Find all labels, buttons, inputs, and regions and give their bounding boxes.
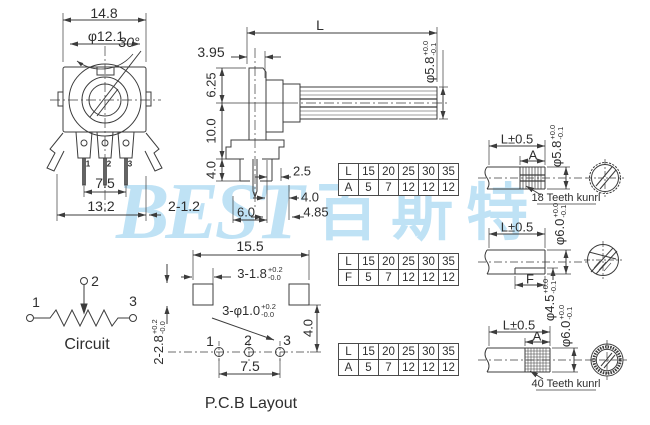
variant1-shaft-dia-dim: φ5.8+0.0-0.1 bbox=[548, 124, 565, 168]
table-cell: 15 bbox=[358, 253, 379, 270]
table-cell: 12 bbox=[438, 359, 459, 376]
table-cell: L bbox=[338, 163, 359, 180]
front-dia-dim: φ12.1 bbox=[87, 28, 125, 44]
table-cell: A bbox=[338, 359, 359, 376]
front-overall-dim: 13.2 bbox=[87, 198, 115, 214]
variant2-dim-table: L 15 20 25 30 35 F 5 7 12 12 12 bbox=[338, 253, 459, 286]
variant3-dim-table: L 15 20 25 30 35 A 5 7 12 12 12 bbox=[338, 343, 459, 376]
pcb-pitch-dim: 7.5 bbox=[240, 358, 260, 374]
table-cell: L bbox=[338, 253, 359, 270]
table-cell: F bbox=[338, 269, 359, 286]
shaft-variant-1-drawing bbox=[478, 140, 624, 205]
pcb-width-dim: 15.5 bbox=[236, 238, 264, 254]
table-cell: 12 bbox=[438, 269, 459, 286]
table-cell: 35 bbox=[438, 163, 459, 180]
table-cell: 20 bbox=[378, 253, 399, 270]
pcb-hole-2-label: 2 bbox=[244, 332, 252, 348]
side-mid-dim: 10.0 bbox=[203, 118, 219, 144]
table-cell: 20 bbox=[378, 343, 399, 360]
table-cell: 12 bbox=[418, 359, 439, 376]
table-cell: 7 bbox=[378, 269, 399, 286]
table-cell: 12 bbox=[398, 359, 419, 376]
pcb-holes-dim: 3-φ1.0+0.2-0.0 bbox=[222, 302, 276, 319]
table-cell: 25 bbox=[398, 253, 419, 270]
front-pin-1-label: 1 bbox=[85, 159, 91, 169]
table-cell: 5 bbox=[358, 179, 379, 196]
table-cell: 7 bbox=[378, 359, 399, 376]
variant1-length-dim: L±0.5 bbox=[500, 131, 534, 147]
side-pin-b-dim: 4.0 bbox=[300, 189, 320, 205]
pcb-hole-1-label: 1 bbox=[206, 333, 214, 349]
variant3-knurl-dim: A bbox=[532, 328, 542, 344]
circuit-caption: Circuit bbox=[64, 336, 110, 353]
table-row: A 5 7 12 12 12 bbox=[338, 359, 459, 376]
front-pin-2-label: 2 bbox=[106, 159, 112, 169]
table-cell: 12 bbox=[418, 269, 439, 286]
variant1-dim-table: L 15 20 25 30 35 A 5 7 12 12 12 bbox=[338, 163, 459, 196]
variant2-length-dim: L±0.5 bbox=[500, 219, 534, 235]
table-row: F 5 7 12 12 12 bbox=[338, 269, 459, 286]
table-cell: 15 bbox=[358, 343, 379, 360]
side-pin-a-dim: 2.5 bbox=[292, 163, 312, 179]
variant2-flat-dia-dim: φ4.5+0.0-0.1 bbox=[541, 278, 558, 322]
table-cell: 35 bbox=[438, 343, 459, 360]
table-cell: 35 bbox=[438, 253, 459, 270]
side-pin-c-dim: 4.85 bbox=[303, 204, 329, 220]
table-cell: 30 bbox=[418, 163, 439, 180]
front-width-dim: 14.8 bbox=[90, 5, 118, 21]
pcb-caption: P.C.B Layout bbox=[204, 395, 298, 412]
front-pin-span-dim: 7.5 bbox=[95, 175, 115, 191]
front-angle-dim: 30° bbox=[118, 34, 140, 50]
table-cell: 12 bbox=[438, 179, 459, 196]
table-cell: 30 bbox=[418, 343, 439, 360]
table-cell: 12 bbox=[418, 179, 439, 196]
variant3-teeth-note: 40 Teeth kunrl bbox=[531, 378, 601, 390]
table-cell: 25 bbox=[398, 343, 419, 360]
side-upper-dim: 6.25 bbox=[203, 72, 219, 98]
table-cell: L bbox=[338, 343, 359, 360]
side-length-dim: L bbox=[316, 17, 324, 33]
side-lower-dim: 4.0 bbox=[203, 160, 219, 180]
variant1-teeth-note: 18 Teeth kunrl bbox=[531, 192, 601, 204]
table-cell: 15 bbox=[358, 163, 379, 180]
table-row: L 15 20 25 30 35 bbox=[338, 253, 459, 270]
variant2-flat-dim: F bbox=[526, 271, 534, 287]
pcb-vert-dim: 4.0 bbox=[300, 318, 316, 338]
table-cell: 30 bbox=[418, 253, 439, 270]
variant2-shaft-dia-dim: φ6.0+0.0-0.1 bbox=[551, 202, 568, 246]
pcb-side-dim: 2-2.8+0.2-0.0 bbox=[150, 319, 167, 365]
table-cell: 20 bbox=[378, 163, 399, 180]
table-row: L 15 20 25 30 35 bbox=[338, 163, 459, 180]
pcb-slots-dim: 3-1.8+0.2-0.0 bbox=[237, 265, 283, 282]
table-cell: 25 bbox=[398, 163, 419, 180]
table-cell: 5 bbox=[358, 359, 379, 376]
table-cell: 5 bbox=[358, 269, 379, 286]
front-pin-3-label: 3 bbox=[127, 159, 133, 169]
variant1-knurl-dim: A bbox=[528, 147, 538, 163]
circuit-symbol-drawing bbox=[26, 277, 137, 328]
shaft-variant-2-drawing bbox=[478, 228, 622, 289]
variant3-length-dim: L±0.5 bbox=[502, 317, 536, 333]
side-bushing-dim: 3.95 bbox=[197, 44, 225, 60]
pcb-hole-3-label: 3 bbox=[283, 332, 291, 348]
side-pin-d-dim: 6.0 bbox=[236, 204, 256, 220]
table-cell: 12 bbox=[398, 179, 419, 196]
table-cell: 7 bbox=[378, 179, 399, 196]
circuit-terminal-2-label: 2 bbox=[91, 273, 99, 289]
table-row: L 15 20 25 30 35 bbox=[338, 343, 459, 360]
circuit-terminal-1-label: 1 bbox=[32, 294, 40, 310]
variant3-shaft-dia-dim: φ6.0+0.0-0.1 bbox=[557, 304, 574, 348]
table-row: A 5 7 12 12 12 bbox=[338, 179, 459, 196]
pcb-layout-drawing bbox=[164, 250, 321, 378]
front-view-drawing bbox=[46, 13, 163, 221]
front-legs-dim: 2-1.2 bbox=[168, 198, 200, 214]
shaft-variant-3-drawing bbox=[478, 326, 627, 391]
side-view-drawing bbox=[216, 27, 448, 223]
table-cell: 12 bbox=[398, 269, 419, 286]
side-shaft-dia-dim: φ5.8+0.0-0.1 bbox=[421, 40, 438, 84]
circuit-terminal-3-label: 3 bbox=[129, 293, 137, 309]
table-cell: A bbox=[338, 179, 359, 196]
watermark-latin: BEST bbox=[116, 168, 304, 256]
